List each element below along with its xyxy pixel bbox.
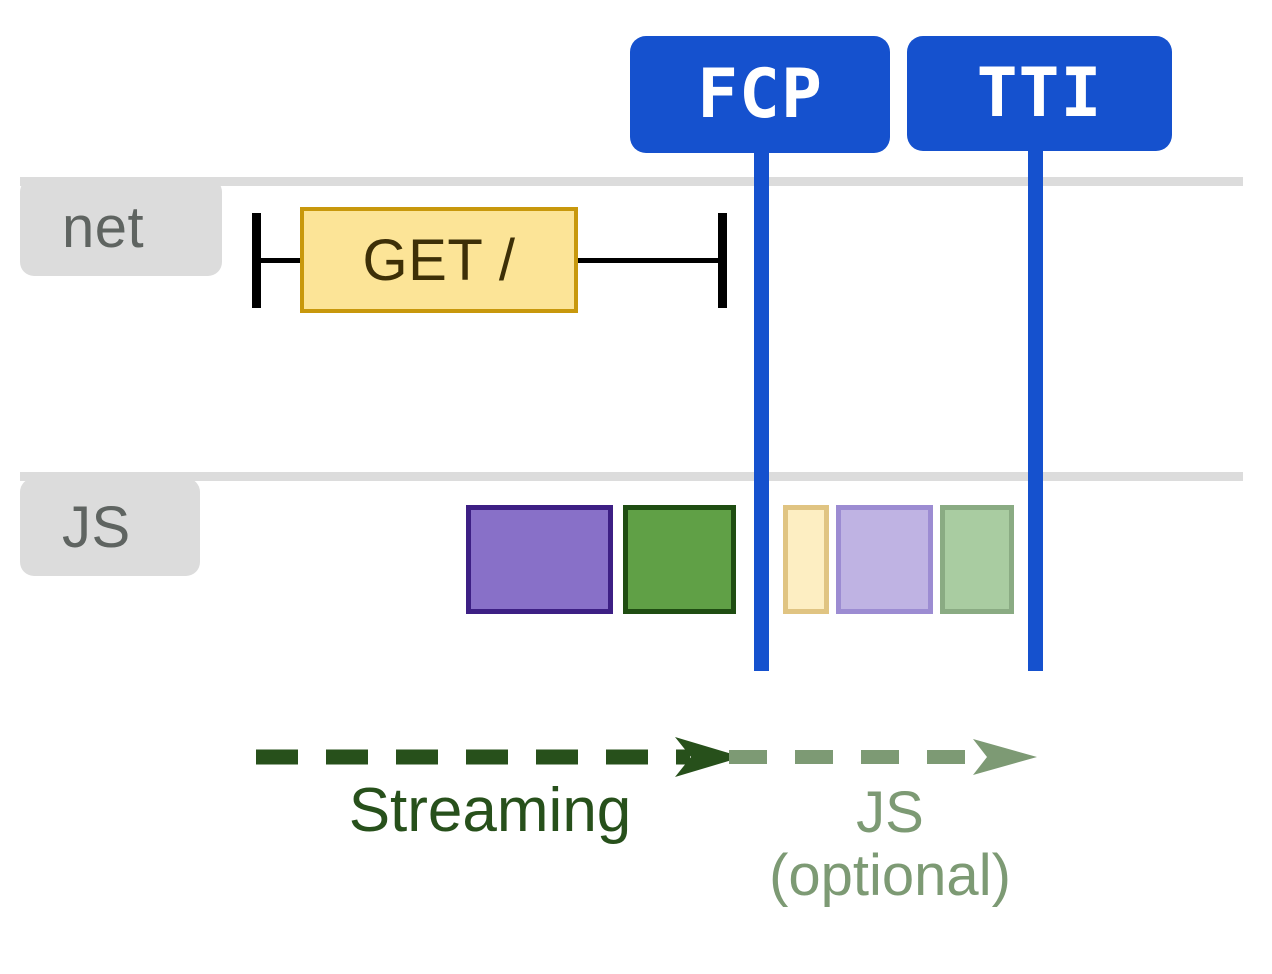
js-task-block-optional-1: [783, 505, 829, 614]
tti-marker-badge: TTI: [907, 36, 1172, 151]
fcp-marker-line: [754, 120, 769, 671]
js-optional-phase-arrow-icon: [729, 739, 1037, 775]
js-task-block-optional-3: [940, 505, 1014, 614]
request-trailing-line: [574, 258, 722, 263]
request-end-whisker: [718, 213, 727, 308]
net-row-divider: [20, 177, 1243, 186]
js-phase-caption-line1: JS: [856, 780, 924, 845]
js-row-divider: [20, 472, 1243, 481]
js-task-block-optional-2: [836, 505, 933, 614]
js-phase-caption: JS (optional): [740, 780, 1040, 908]
request-leading-line: [256, 258, 304, 263]
row-label-net: net: [20, 178, 222, 276]
row-label-js: JS: [20, 478, 200, 576]
js-task-block-parse: [466, 505, 613, 614]
streaming-phase-caption: Streaming: [348, 776, 632, 845]
fcp-marker-badge: FCP: [630, 36, 890, 153]
js-phase-caption-line2: (optional): [769, 842, 1011, 908]
tti-marker-line: [1028, 120, 1043, 671]
streaming-phase-arrow-icon: [256, 737, 742, 777]
js-task-block-exec: [623, 505, 736, 614]
request-bar-get-root: GET /: [300, 207, 578, 313]
